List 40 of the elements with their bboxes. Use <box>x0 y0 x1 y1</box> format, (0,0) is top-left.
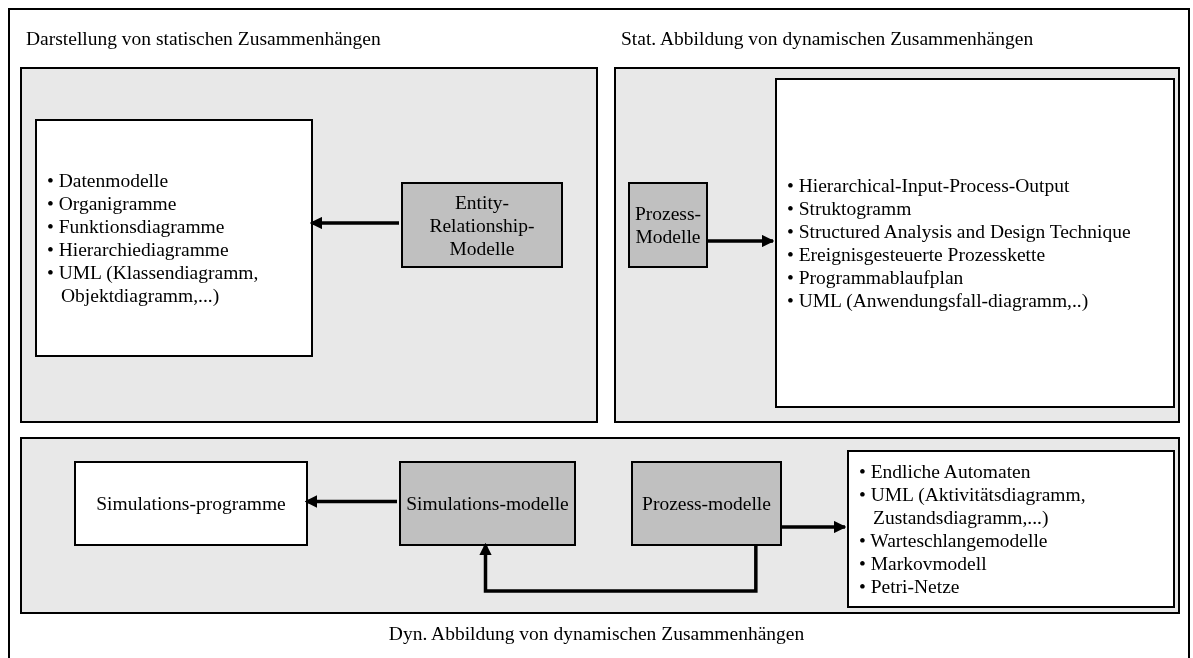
list-item: • Markovmodell <box>859 552 988 575</box>
process-box <box>74 461 308 546</box>
list-item: • Ereignisgesteuerte Prozesskette <box>787 243 1047 266</box>
list-item: • Hierarchiediagramme <box>47 238 230 261</box>
process-box <box>399 461 576 546</box>
box-label: Simulations-modelle <box>406 492 569 515</box>
list-item: • UML (Anwendungsfall-diagramm,..) <box>787 289 1090 312</box>
group-panel <box>614 67 1180 423</box>
group-heading: Stat. Abbildung von dynamischen Zusammenhängen <box>621 28 1034 50</box>
group-panel <box>20 67 598 423</box>
box-label: Entity-Relationship-Modelle <box>428 190 536 260</box>
arrow <box>780 520 847 534</box>
list-box <box>847 450 1175 608</box>
box-label: Prozess-Modelle <box>633 202 703 248</box>
list-item: • Organigramme <box>47 192 178 215</box>
list-item: • Structured Analysis and Design Technique <box>787 220 1132 243</box>
list-item: • UML (Aktivitätsdiagramm, Zustandsdiagramm,...) <box>859 483 1087 529</box>
list-item: • Hierarchical-Input-Process-Output <box>787 174 1071 197</box>
list-item: • Petri-Netze <box>859 575 961 598</box>
group-heading: Darstellung von statischen Zusammenhängen <box>26 28 381 50</box>
arrow <box>706 234 775 248</box>
list-box <box>775 78 1175 408</box>
list-item: • Datenmodelle <box>47 169 170 192</box>
list-item: • Programmablaufplan <box>787 266 965 289</box>
list-item: • Endliche Automaten <box>859 460 1032 483</box>
arrow <box>304 495 397 508</box>
group-heading: Dyn. Abbildung von dynamischen Zusammenhängen <box>387 623 806 645</box>
process-box <box>631 461 782 546</box>
process-box <box>401 182 563 268</box>
list-box <box>35 119 313 357</box>
arrow <box>309 216 399 230</box>
arrow <box>479 542 758 593</box>
list-item: • Struktogramm <box>787 197 913 220</box>
process-box <box>628 182 708 268</box>
group-panel <box>20 437 1180 614</box>
box-label: Simulations-programme <box>96 492 286 515</box>
list-item: • Warteschlangemodelle <box>859 529 1049 552</box>
box-label: Prozess-modelle <box>642 492 771 515</box>
list-item: • UML (Klassendiagramm, Objektdiagramm,...) <box>47 261 260 307</box>
list-item: • Funktionsdiagramme <box>47 215 226 238</box>
